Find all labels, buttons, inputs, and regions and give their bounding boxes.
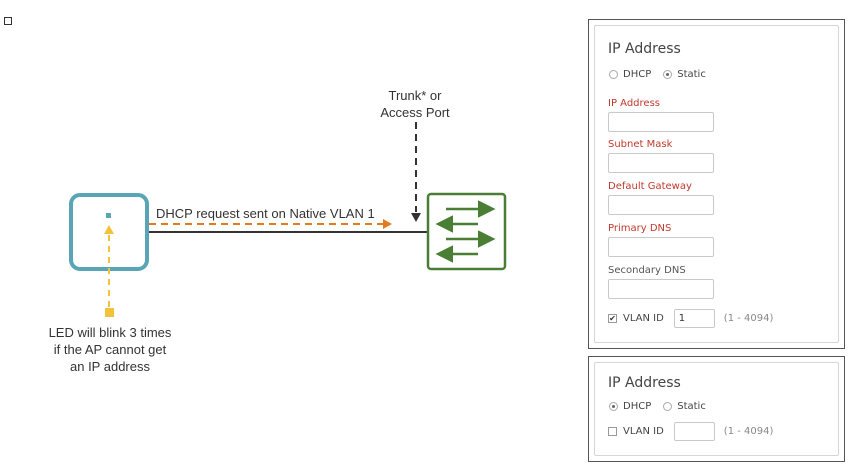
led-pointer-origin [105, 308, 114, 317]
primary-dns-input[interactable] [608, 237, 714, 257]
switch-icon [426, 192, 507, 271]
trunk-arrow-head [411, 213, 421, 222]
panel-title: IP Address [608, 41, 681, 57]
ip-mode-radio-group: DHCP Static [609, 69, 718, 80]
diagram-canvas [69, 122, 507, 317]
led-arrow-head [104, 225, 114, 234]
static-radio-label: Static [677, 69, 706, 80]
led-note-line1: LED will blink 3 times [48, 325, 172, 340]
led-note: LED will blink 3 times if the AP cannot … [30, 324, 190, 375]
vlan-row: ✔ VLAN ID 1 (1 - 4094) [608, 309, 773, 328]
vlan-id-input[interactable]: 1 [673, 309, 715, 328]
static-radio[interactable] [663, 402, 673, 411]
dhcp-radio[interactable] [609, 70, 618, 79]
led-note-line3: an IP address [70, 359, 150, 374]
static-ip-card: IP Address DHCP Static IP Address Subnet… [594, 25, 839, 343]
vlan-checkbox[interactable] [608, 427, 617, 436]
dhcp-radio-label: DHCP [623, 69, 652, 80]
trunk-label-line2: Access Port [380, 105, 450, 120]
panel-title: IP Address [608, 375, 681, 391]
dhcp-radio-label: DHCP [623, 401, 652, 412]
dhcp-arrow-head [383, 219, 392, 229]
static-radio[interactable] [663, 70, 673, 79]
subnet-mask-label: Subnet Mask [608, 139, 673, 150]
led-indicator [106, 213, 111, 218]
static-ip-panel: IP Address DHCP Static IP Address Subnet… [588, 19, 845, 349]
vlan-range-hint: (1 - 4094) [723, 313, 774, 324]
vlan-range-hint: (1 - 4094) [723, 426, 774, 437]
vlan-row: VLAN ID (1 - 4094) [608, 422, 773, 441]
primary-dns-label: Primary DNS [608, 223, 672, 234]
ip-address-input[interactable] [608, 112, 714, 132]
ip-mode-radio-group: DHCP Static [609, 401, 718, 412]
led-note-line2: if the AP cannot get [53, 342, 167, 357]
corner-checkbox [4, 17, 12, 25]
dhcp-ip-panel: IP Address DHCP Static VLAN ID (1 - 4094… [588, 356, 845, 462]
dhcp-radio[interactable] [609, 402, 618, 411]
dhcp-ip-card: IP Address DHCP Static VLAN ID (1 - 4094… [594, 362, 839, 456]
default-gateway-label: Default Gateway [608, 181, 692, 192]
vlan-label: VLAN ID [623, 426, 664, 437]
static-radio-label: Static [677, 401, 706, 412]
secondary-dns-label: Secondary DNS [608, 265, 686, 276]
ip-address-label: IP Address [608, 98, 660, 109]
vlan-label: VLAN ID [623, 313, 664, 324]
network-diagram: Trunk* or Access Port DHCP request sent … [30, 87, 507, 375]
vlan-id-input[interactable] [673, 422, 715, 441]
subnet-mask-input[interactable] [608, 153, 714, 173]
vlan-checkbox[interactable]: ✔ [608, 314, 617, 323]
default-gateway-input[interactable] [608, 195, 714, 215]
dhcp-request-label: DHCP request sent on Native VLAN 1 [156, 206, 375, 221]
trunk-label-line1: Trunk* or [388, 88, 442, 103]
secondary-dns-input[interactable] [608, 279, 714, 299]
trunk-label: Trunk* or Access Port [360, 87, 470, 121]
